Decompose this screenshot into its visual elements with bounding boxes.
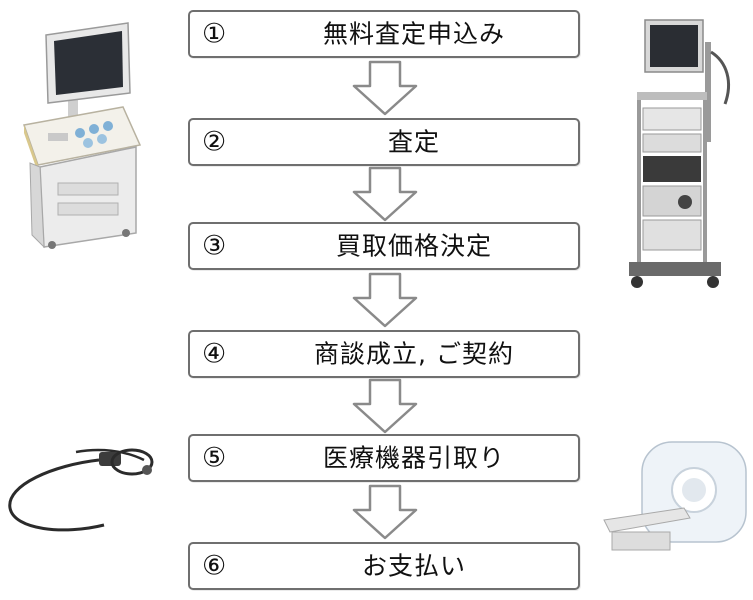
step-label: 買取価格決定 [335,231,492,261]
step-box-2: ② 査定 [188,118,580,166]
step-number: ② [202,126,227,158]
step-box-6: ⑥ お支払い [188,542,580,590]
down-arrow-icon [352,166,418,222]
endoscopy-tower-icon [629,19,730,288]
step-box-1: ① 無料査定申込み [188,10,580,58]
ct-scanner-icon [603,441,747,551]
step-box-3: ③ 買取価格決定 [188,222,580,270]
step-box-5: ⑤ 医療機器引取り [188,434,580,482]
ultrasound-machine-icon [23,22,142,249]
step-label: 査定 [387,127,440,157]
step-number: ③ [202,230,227,262]
down-arrow-icon [352,272,418,328]
step-label: 医療機器引取り [322,443,505,473]
down-arrow-icon [352,484,418,540]
step-label: 商談成立, ご契約 [314,339,514,369]
step-label: 無料査定申込み [322,19,505,49]
endoscope-icon [8,448,154,532]
step-number: ⑤ [202,442,227,474]
down-arrow-icon [352,60,418,116]
step-label: お支払い [361,551,466,581]
step-box-4: ④ 商談成立, ご契約 [188,330,580,378]
step-number: ① [202,18,227,50]
down-arrow-icon [352,378,418,434]
step-number: ⑥ [202,550,227,582]
step-number: ④ [202,338,227,370]
